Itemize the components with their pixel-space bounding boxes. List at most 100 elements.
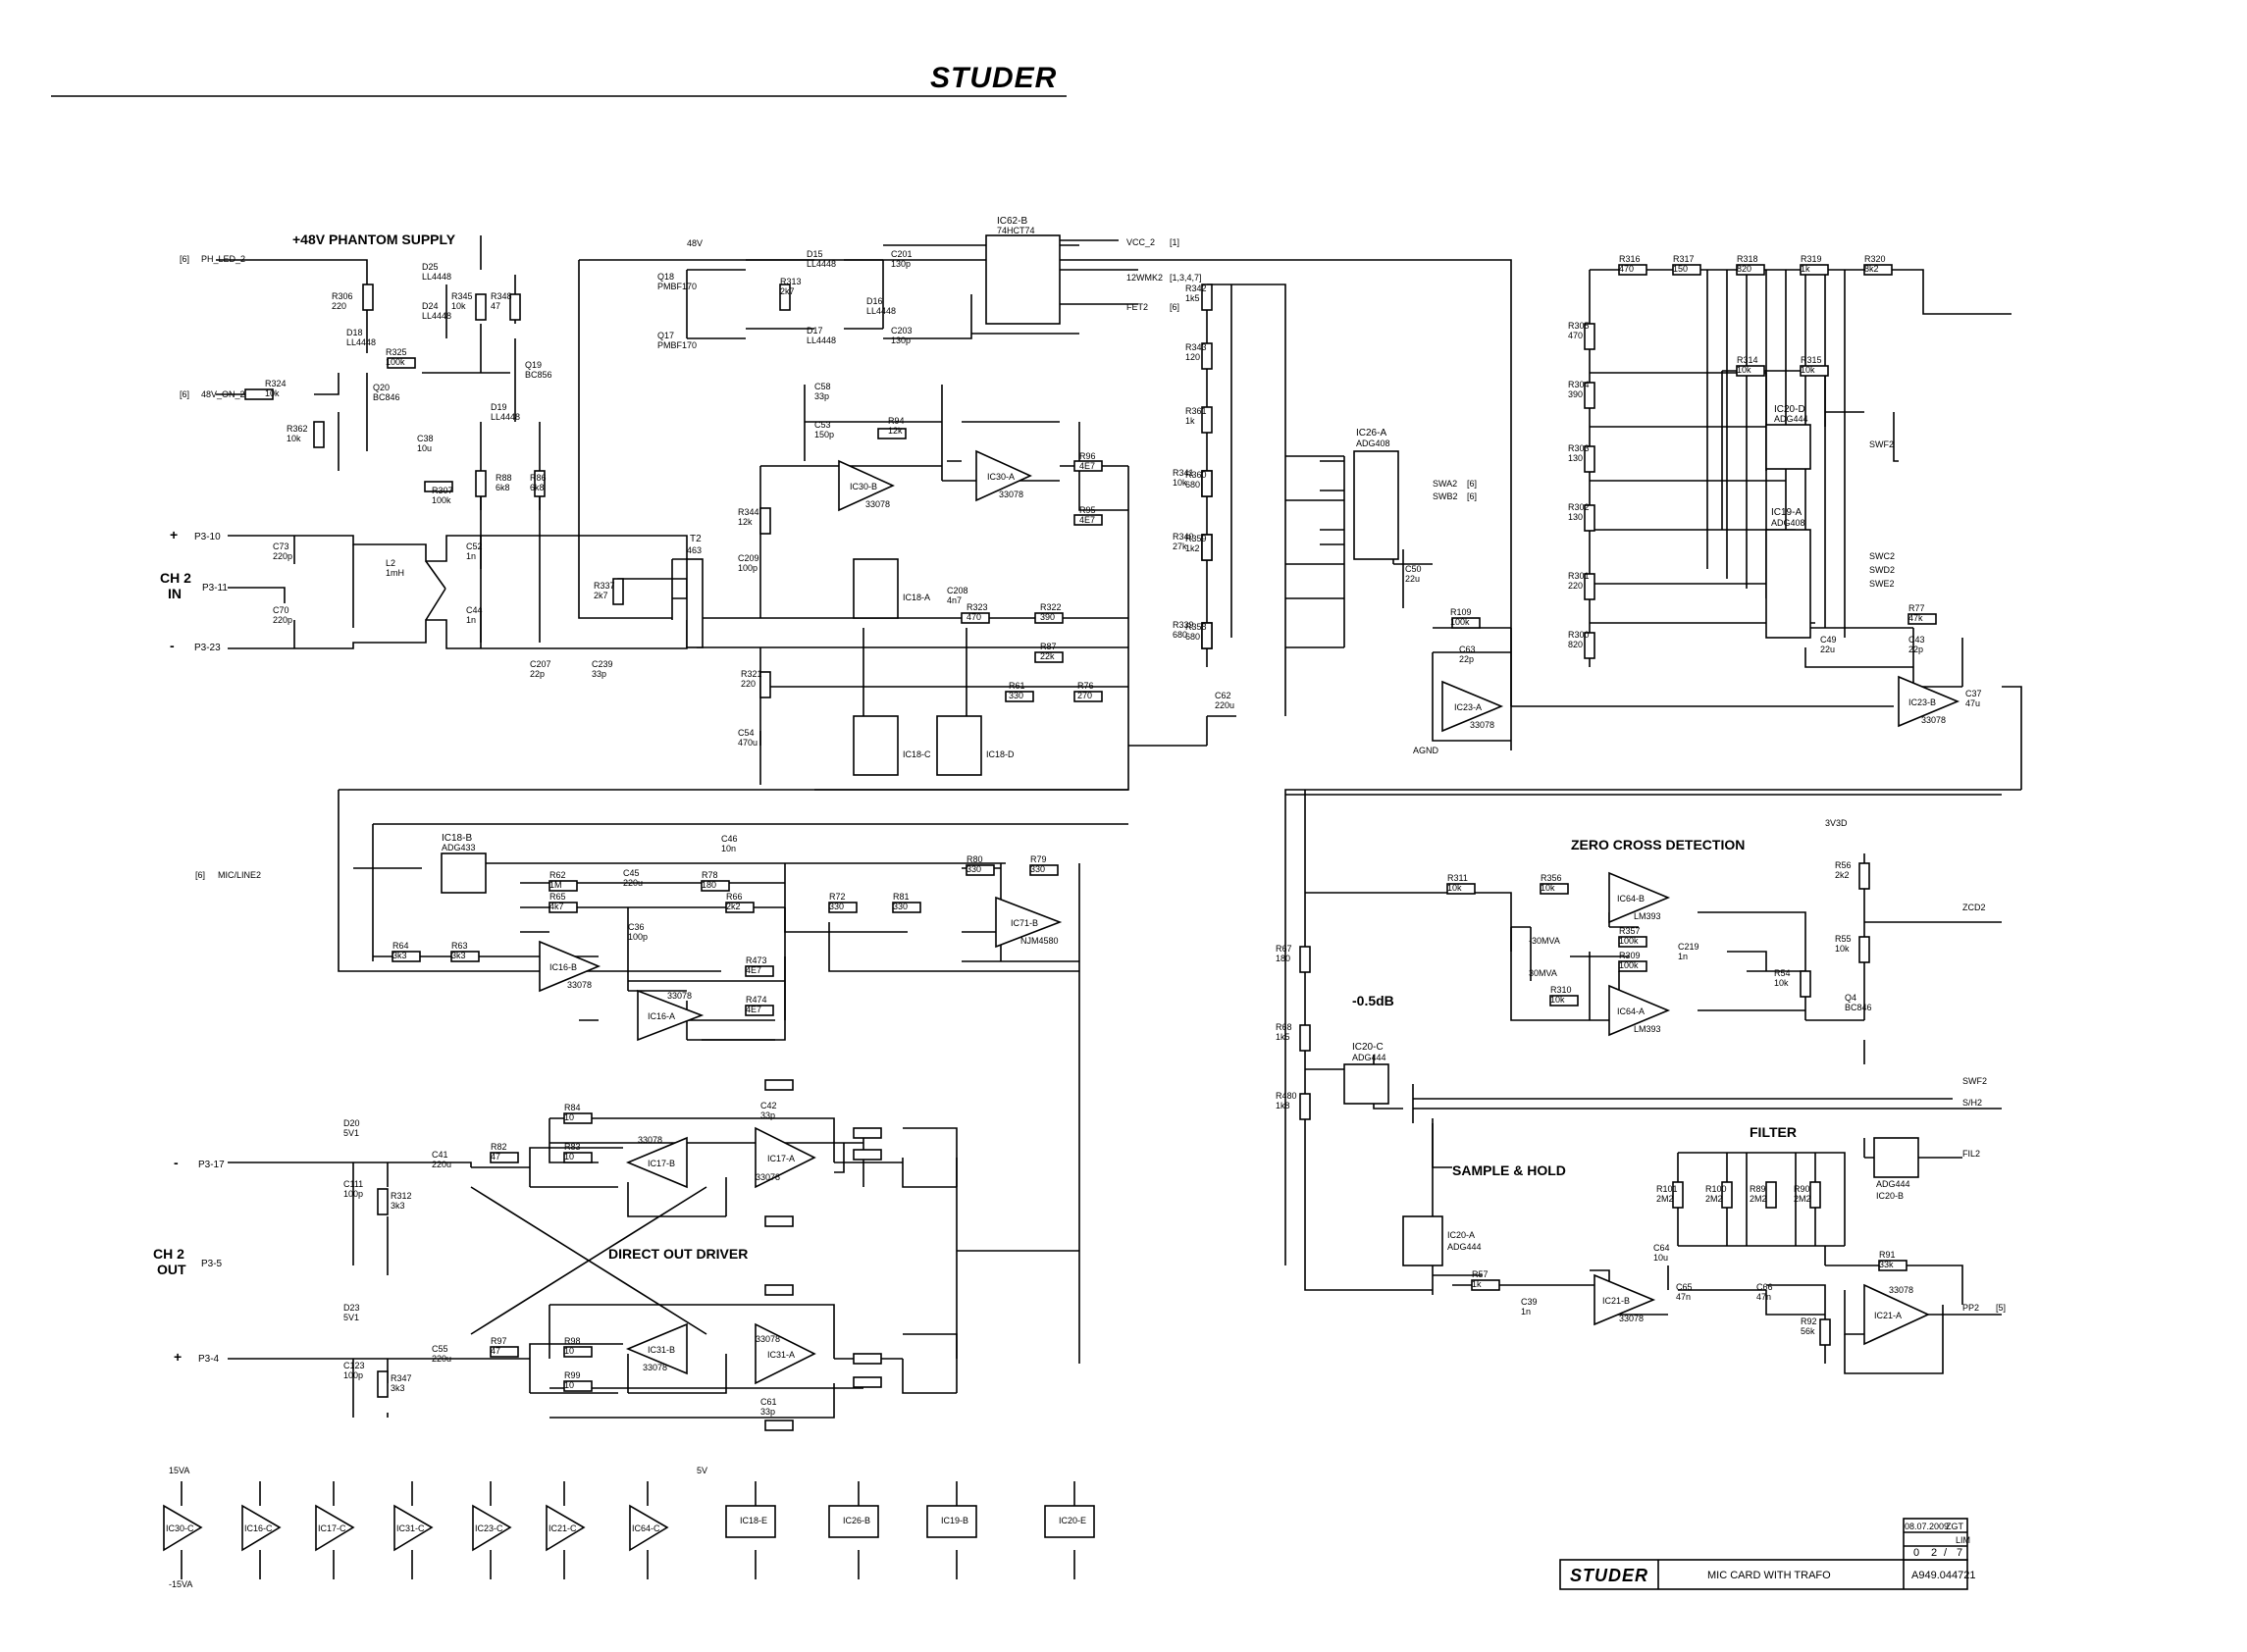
ic31b-triangle (625, 1322, 688, 1375)
capacitor-c207-value: 22p (530, 669, 545, 679)
capacitor-c46-ref: C46 (721, 834, 738, 844)
supply-3v3d: 3V3D (1825, 818, 1848, 828)
resistor-r98-value: 10 (564, 1346, 574, 1356)
capacitor-c45-value: 220u (623, 878, 643, 888)
ic31b-label: IC31-B (648, 1345, 675, 1355)
resistor-r312-value: 3k3 (391, 1201, 405, 1211)
wiring (216, 235, 2022, 1419)
resistor-r357-value: 100k (1619, 936, 1639, 946)
out-minus: - (174, 1155, 179, 1170)
ic20b-label: IC20-B (1876, 1191, 1904, 1201)
supply-unit-ic30-c: IC30-C (163, 1481, 203, 1579)
titleblock-slash: / (1944, 1547, 1948, 1559)
capacitor-c55-ref: C55 (432, 1344, 448, 1354)
resistor-r78-ref: R78 (702, 870, 718, 880)
resistor-r347-ref: R347 (391, 1373, 412, 1383)
title-gain: -0.5dB (1352, 993, 1394, 1008)
ic30a-triangle (975, 449, 1032, 502)
resistor-r68-value: 1k5 (1276, 1032, 1290, 1042)
resistor-r342-ref: R342 (1185, 284, 1207, 293)
resistor-r311-ref: R311 (1447, 873, 1468, 883)
resistor-r348-value: 47 (491, 301, 500, 311)
ic19a-label: IC19-A (1771, 507, 1802, 518)
semi-q17-value: PMBF170 (657, 340, 697, 350)
capacitor-c44-ref: C44 (466, 605, 483, 615)
capacitor-c50-ref: C50 (1405, 564, 1422, 574)
capacitor-c49-ref: C49 (1820, 635, 1837, 645)
port-ref5: [5] (1996, 1303, 2006, 1313)
ic20c-type: ADG444 (1352, 1053, 1386, 1062)
ic64b-triangle (1608, 871, 1671, 924)
titleblock-index: 0 (1913, 1547, 1919, 1559)
resistor-r91-value: 33k (1879, 1260, 1894, 1269)
resistor-r480-ref: R480 (1276, 1091, 1297, 1101)
resistor-r81-ref: R81 (893, 892, 910, 902)
resistor-r318-ref: R318 (1737, 254, 1758, 264)
resistor-r304-ref: R304 (1568, 380, 1590, 389)
resistor-r87-ref: R87 (1040, 642, 1057, 651)
resistor-r57-value: 1k (1472, 1279, 1482, 1289)
semi-q4-value: BC846 (1845, 1003, 1872, 1012)
brand-logo: STUDER (930, 62, 1057, 94)
port-ref6-d: [6] (195, 870, 205, 880)
titleblock-docnum: A949.044721 (1911, 1570, 1975, 1581)
resistor-r305-ref: R305 (1568, 321, 1590, 331)
resistor-r86-ref: R86 (530, 473, 547, 483)
supply-15va: 15VA (169, 1466, 189, 1475)
capacitor-c45-ref: C45 (623, 868, 640, 878)
resistor-r95-ref: R95 (1079, 505, 1096, 515)
resistor-r72-ref: R72 (829, 892, 846, 902)
supply-unit-label: IC23-C (475, 1523, 503, 1533)
resistor-r92-ref: R92 (1801, 1316, 1817, 1326)
ic19a-type: ADG408 (1771, 518, 1805, 528)
port-ph-led: PH_LED_2 (201, 254, 245, 264)
resistor-r337-ref: R337 (594, 581, 615, 591)
supply-unit-ic19-b: IC19-B (926, 1481, 977, 1579)
ic16a-label: IC16-A (648, 1011, 675, 1021)
resistor-r82-value: 47 (491, 1152, 500, 1162)
resistor-r362-value: 10k (287, 434, 301, 443)
port-swf2: SWF2 (1869, 439, 1894, 449)
ic20b-box (1873, 1137, 1919, 1178)
resistor-r77-value: 47k (1908, 613, 1923, 623)
resistor-r345-value: 10k (451, 301, 466, 311)
pin-p3-5: P3-5 (201, 1259, 223, 1269)
resistor-r101-value: 2M2 (1656, 1194, 1674, 1204)
ic64b-type: LM393 (1634, 911, 1661, 921)
resistor-r356-ref: R356 (1541, 873, 1562, 883)
resistor-r320-value: 8k2 (1864, 264, 1879, 274)
ic30a-type: 33078 (999, 490, 1023, 499)
ic64a-label: IC64-A (1617, 1007, 1645, 1016)
resistor-r77-ref: R77 (1908, 603, 1925, 613)
resistor-r56-ref: R56 (1835, 860, 1852, 870)
ic20a-box (1402, 1215, 1443, 1266)
title-ch2-out-2: OUT (157, 1262, 186, 1277)
resistor-r341-value: 10k (1173, 478, 1187, 488)
ic17a-triangle (755, 1126, 816, 1189)
supply-unit-label: IC20-E (1059, 1516, 1086, 1525)
semi-d19-ref: D19 (491, 402, 507, 412)
capacitor-c64-value: 10u (1653, 1253, 1668, 1263)
capacitor-c63-ref: C63 (1459, 645, 1476, 654)
resistor-r57-ref: R57 (1472, 1269, 1489, 1279)
resistor-r54-ref: R54 (1774, 968, 1791, 978)
resistor-r55-value: 10k (1835, 944, 1850, 954)
resistor-r80-ref: R80 (967, 854, 983, 864)
supply-unit-label: IC18-E (740, 1516, 767, 1525)
resistor-r64-ref: R64 (392, 941, 409, 951)
port-fet2: FET2 (1126, 302, 1148, 312)
ic26a-label: IC26-A (1356, 428, 1386, 439)
port-fil2: FIL2 (1962, 1149, 1980, 1159)
ic17b-triangle (625, 1136, 688, 1189)
resistor-r342-value: 1k5 (1185, 293, 1200, 303)
resistor-r65-ref: R65 (549, 892, 566, 902)
resistor-r55-ref: R55 (1835, 934, 1852, 944)
resistor-r474-ref: R474 (746, 995, 767, 1005)
supply-unit-ic20-e: IC20-E (1044, 1481, 1095, 1579)
port-ref1347: [1,3,4,7] (1170, 273, 1202, 283)
capacitor-c36-ref: C36 (628, 922, 645, 932)
semi-q18-value: PMBF170 (657, 282, 697, 291)
semi-d18-value: LL4448 (346, 337, 376, 347)
resistor-r90-ref: R90 (1794, 1184, 1810, 1194)
component-labels: R306220R34510kR34847R325100kR32410kR3621… (265, 249, 1982, 1417)
